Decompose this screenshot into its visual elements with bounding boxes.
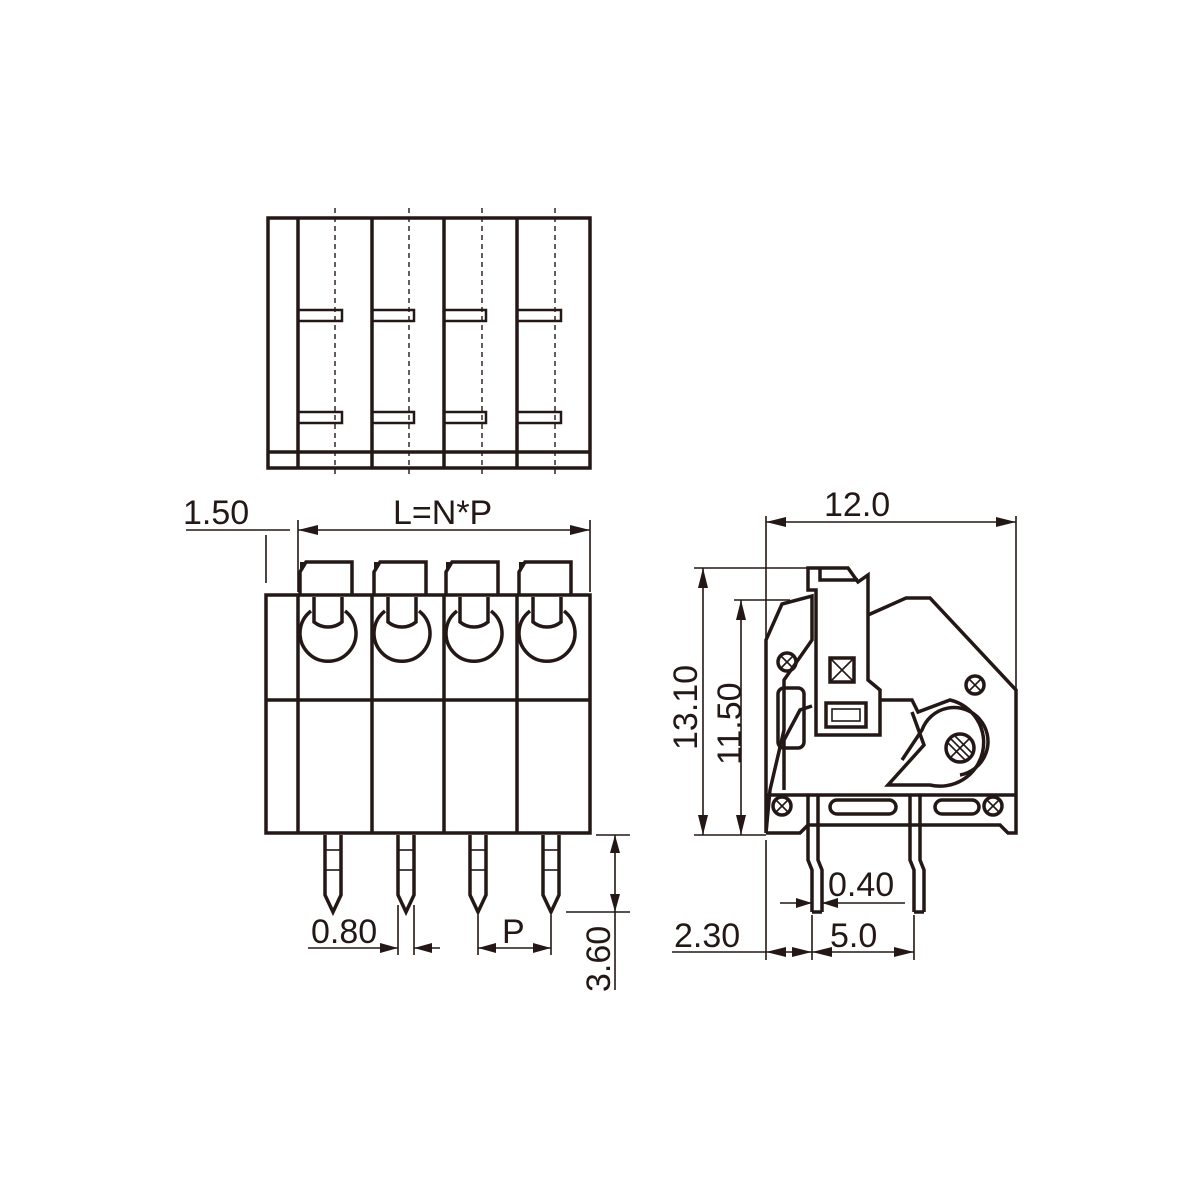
dim-side-offset-label: 1.50 [183,494,249,532]
dim-pin-thickness-label: 0.40 [828,866,894,904]
dim-length: L=N*P [297,494,591,592]
lever-mark [828,656,856,684]
dim-pitch: P [477,913,552,955]
dim-overall-height: 13.10 [667,567,808,836]
spring-clamp [880,698,986,788]
wire-entries [298,597,577,663]
dim-pin-thickness: 0.40 [780,866,905,908]
housing-front [264,593,592,835]
top-view-outline [266,216,592,470]
dim-pin-width: 0.80 [308,905,440,955]
dim-front-offset-label: 2.30 [674,917,740,955]
dim-front-offset: 2.30 [672,840,813,960]
top-view [266,208,592,478]
contact-slots [296,308,563,425]
front-view: 1.50 L=N*P 0.80 P [183,494,630,992]
dim-row-spacing-label: 5.0 [830,917,877,955]
dim-row-spacing: 5.0 [812,915,915,960]
dim-body-height: 11.50 [711,599,790,835]
dim-overall-depth-label: 12.0 [824,486,890,524]
push-lever [806,566,882,737]
dim-length-label: L=N*P [393,494,492,532]
dim-body-height-label: 11.50 [711,682,749,765]
rivet [944,732,976,764]
side-slot [776,686,806,750]
dim-overall-depth: 12.0 [765,486,1017,690]
side-pins [806,795,926,914]
solder-pins [323,835,561,917]
mounting-markers [771,651,1004,817]
side-view: 12.0 13.10 11.50 0.40 [667,486,1018,960]
dim-pin-length-label: 3.60 [580,926,618,992]
dim-pin-width-label: 0.80 [311,913,377,951]
dim-pin-length: 3.60 [566,834,630,992]
dim-side-offset: 1.50 [183,494,290,583]
dim-pitch-label: P [502,913,525,951]
dim-overall-height-label: 13.10 [667,665,705,750]
push-buttons [298,560,573,595]
side-body-outline [764,593,814,834]
